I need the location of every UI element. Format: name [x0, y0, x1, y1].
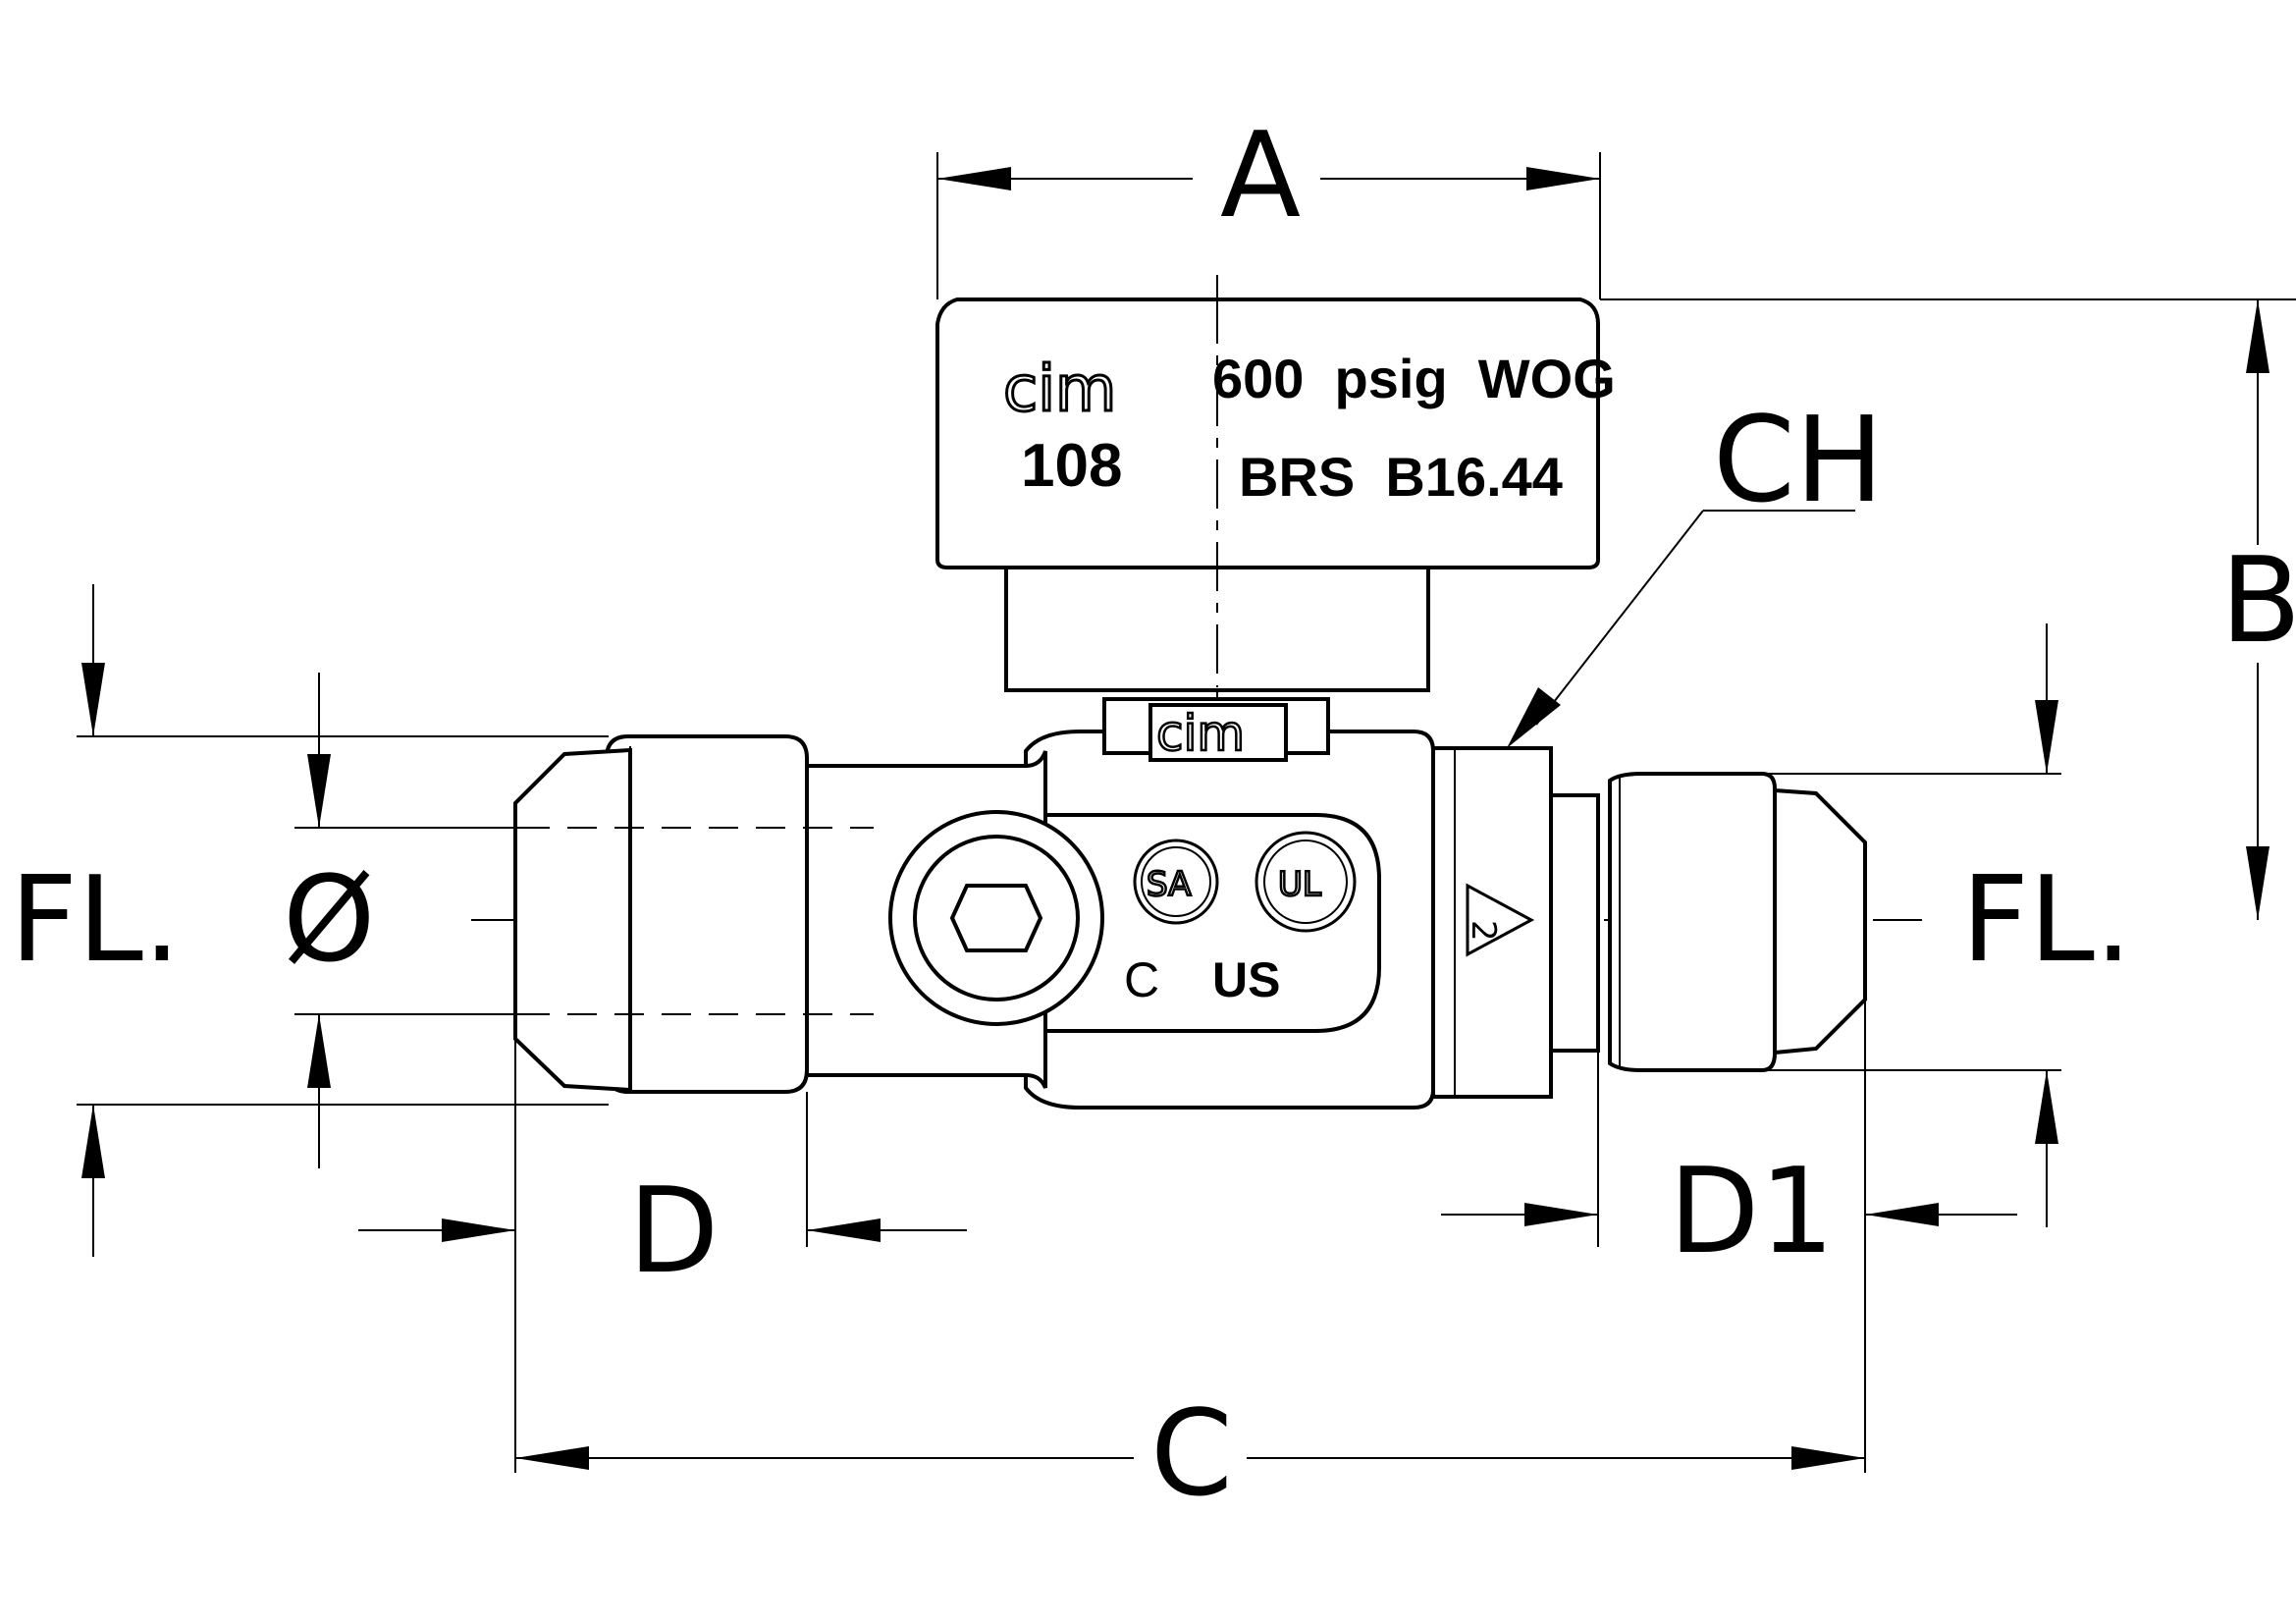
- dim-d-arrow-left: [442, 1218, 515, 1242]
- fl-left-arrow-top: [81, 663, 105, 736]
- dim-fl-left-label: FL.: [10, 852, 181, 989]
- dim-c-label: C: [1150, 1386, 1233, 1523]
- right-flare-body: [1608, 772, 1777, 1072]
- csa-mark-icon: [1133, 839, 1219, 925]
- dim-b-arrow-top: [2246, 299, 2269, 373]
- handle-model: 108: [1021, 432, 1122, 500]
- ch-arrow: [1507, 687, 1561, 748]
- dim-b-arrow-bottom: [2246, 846, 2269, 920]
- handle-standard: BRS B16.44: [1239, 446, 1563, 508]
- dim-a-arrow-left: [937, 167, 1011, 190]
- cert-c: C: [1124, 952, 1159, 1007]
- dia-arrow-top: [307, 754, 331, 828]
- dim-a-label: A: [1220, 108, 1301, 244]
- dim-diameter-label: Ø: [283, 852, 375, 989]
- handle-pressure: 600 psig WOG: [1212, 348, 1616, 409]
- flow-mark: 2: [1464, 920, 1503, 942]
- dim-d1-label: D1: [1669, 1144, 1835, 1280]
- stem-brand: cim: [1156, 705, 1245, 762]
- fl-left-arrow-bottom: [81, 1105, 105, 1178]
- cert-us: US: [1212, 952, 1280, 1007]
- flow-triangle-icon: [1466, 883, 1535, 957]
- dim-d-label: D: [628, 1164, 719, 1300]
- dim-fl-right-label: FL.: [1961, 852, 2132, 989]
- dim-d-arrow-right: [807, 1218, 881, 1242]
- fl-right-arrow-bottom: [2035, 1070, 2058, 1144]
- stem-brand-box: [1148, 703, 1288, 762]
- dim-c-arrow-right: [1791, 1446, 1865, 1470]
- dim-c-arrow-left: [515, 1446, 589, 1470]
- csa-mark: SA: [1147, 865, 1191, 904]
- right-hex-nut: [1431, 746, 1553, 1099]
- right-shoulder: [1549, 793, 1600, 1053]
- dim-ch-label: CH: [1713, 393, 1884, 529]
- left-flare-nut: [605, 734, 809, 1094]
- dim-d1-arrow-right: [1865, 1203, 1939, 1226]
- left-flare-nose: [513, 747, 632, 1093]
- handle-brand: cim: [1003, 353, 1116, 426]
- csa-mark-ring: [1141, 846, 1211, 917]
- ul-mark: UL: [1278, 865, 1321, 904]
- dim-b-mask: [2214, 545, 2296, 663]
- hex-socket-icon: [949, 884, 1043, 952]
- dim-b-label: B: [2220, 533, 2296, 670]
- ch-leader: [1535, 510, 1704, 726]
- dim-a-arrow-right: [1526, 167, 1600, 190]
- ul-mark-icon: [1255, 831, 1357, 933]
- ul-mark-ring: [1263, 839, 1348, 924]
- fl-right-mask: [1953, 854, 2130, 972]
- dim-d1-arrow-left: [1524, 1203, 1598, 1226]
- right-flare-nose: [1773, 787, 1867, 1056]
- valve-handle: [935, 298, 1600, 569]
- fl-right-arrow-top: [2035, 700, 2058, 774]
- dia-arrow-bottom: [307, 1014, 331, 1088]
